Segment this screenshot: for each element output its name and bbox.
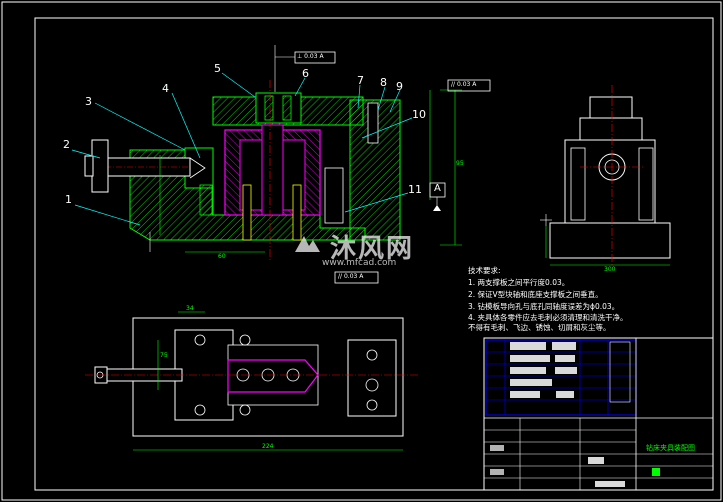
part-number-7: 7 [357,74,364,87]
part-number-8: 8 [380,76,387,89]
tolerance-symbol: ⊥ [297,53,303,60]
dim-side-width: 300 [604,266,616,273]
title-block [483,337,714,491]
part-number-1: 1 [65,193,72,206]
tolerance-datum: A [359,273,364,280]
dim-plan-side: 75 [160,352,168,359]
part-number-6: 6 [302,67,309,80]
tolerance-symbol: // [338,273,343,280]
side-view [540,85,671,266]
front-section-view [71,45,491,284]
datum-label: A [434,183,441,194]
tolerance-value: 0.03 [304,53,318,60]
notes-title: 技术要求: [468,266,501,275]
tolerance-value: 0.03 [456,81,471,88]
plan-view [85,311,420,451]
handle-knob [91,139,109,193]
part-number-11: 11 [408,183,422,196]
plan-workpiece [227,359,319,393]
dim-front-width: 60 [218,253,226,260]
dim-plan-top: 34 [186,305,194,312]
part-number-5: 5 [214,62,221,75]
tolerance-value: 0.03 [343,273,358,280]
logo-shape [295,236,320,252]
watermark-brand: 沐风网 [330,234,415,264]
inner-frame [34,17,714,491]
tolerance-datum: A [472,81,477,88]
tolerance-frame-2: // 0.03 A [451,81,476,88]
part-number-3: 3 [85,95,92,108]
dim-plan-length: 224 [262,443,274,450]
tolerance-frame-3: // 0.03 A [338,273,363,280]
watermark-logo-icon [292,232,322,256]
note-line-3: 3. 钻模板导向孔与底孔同轴度误差为ϕ0.03。 [468,302,620,311]
drill-bushing [255,92,302,124]
note-line-4: 4. 夹具体各零件应去毛刺必须清理和清洗干净。 [468,313,628,322]
tolerance-datum: A [319,53,324,60]
part-number-10: 10 [412,108,426,121]
note-line-1: 1. 两支撑板之间平行度0.03。 [468,278,570,287]
part-number-9: 9 [396,80,403,93]
part-number-2: 2 [63,138,70,151]
note-line-5: 不得有毛刺、飞边、锈蚀、切屑和灰尘等。 [468,323,611,332]
part-number-4: 4 [162,82,169,95]
watermark-url: www.mfcad.com [322,258,397,268]
note-line-2: 2. 保证V型块轴和底座支撑板之间垂直。 [468,290,603,299]
dim-front-height: 95 [456,160,464,167]
tolerance-frame-1: ⊥ 0.03 A [297,53,324,60]
tolerance-symbol: // [451,81,456,88]
title-block-name: 钻床夹具装配图 [646,444,695,452]
side-base [549,222,671,259]
